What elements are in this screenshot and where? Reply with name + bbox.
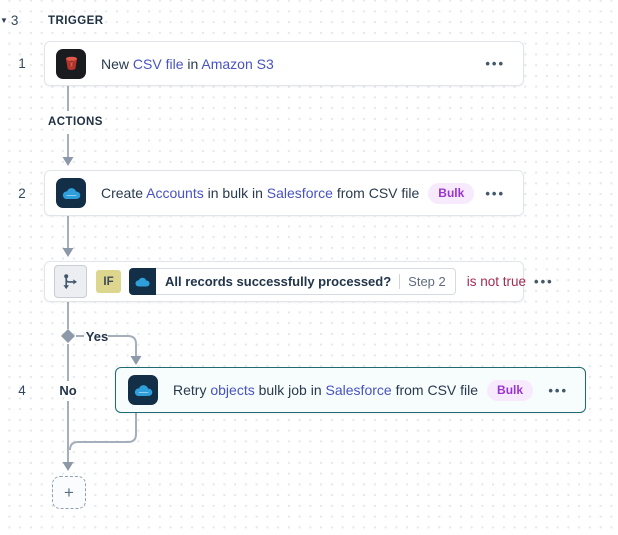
step-1-more-options-icon[interactable]: ••• bbox=[477, 55, 505, 72]
arrowhead-step4 bbox=[130, 356, 142, 365]
if-badge: IF bbox=[96, 270, 121, 293]
branch-no-label: No bbox=[59, 383, 77, 398]
step-2-app-link[interactable]: Salesforce bbox=[266, 185, 333, 201]
step-4-bulk-badge: Bulk bbox=[487, 379, 534, 401]
step-2-text: from CSV file bbox=[332, 185, 420, 201]
salesforce-icon-small bbox=[129, 268, 156, 295]
step-4-text: Retry bbox=[173, 382, 211, 398]
step-3-card[interactable]: IF All records successfully processed? S… bbox=[44, 261, 552, 302]
step-3-number-group: ▼ 3 bbox=[0, 0, 30, 41]
step-1-text: in bbox=[183, 55, 202, 72]
condition-step-reference: Step 2 bbox=[408, 274, 446, 289]
step-2-text: in bulk in bbox=[203, 185, 267, 201]
branch-diamond bbox=[61, 329, 75, 343]
collapse-arrow-icon[interactable]: ▼ bbox=[0, 15, 8, 25]
condition-question: All records successfully processed? bbox=[165, 274, 392, 289]
branch-icon bbox=[63, 274, 77, 290]
actions-section-label: ACTIONS bbox=[48, 116, 103, 128]
connector-step4-merge bbox=[69, 413, 137, 451]
trigger-section-label: TRIGGER bbox=[48, 15, 104, 27]
step-4-title: Retry objects bulk job in Salesforce fro… bbox=[173, 382, 478, 398]
salesforce-icon bbox=[128, 375, 158, 405]
step-2-bulk-badge: Bulk bbox=[428, 182, 475, 204]
condition-operator: is not true bbox=[466, 274, 527, 289]
step-1-object-link[interactable]: CSV file bbox=[132, 55, 184, 72]
step-2-more-options-icon[interactable]: ••• bbox=[477, 185, 505, 202]
step-1-app-link[interactable]: Amazon S3 bbox=[201, 55, 274, 72]
step-4-text: from CSV file bbox=[391, 382, 479, 398]
condition-pill[interactable]: All records successfully processed? Step… bbox=[129, 268, 456, 295]
arrowhead-step3 bbox=[62, 248, 74, 257]
step-1-card[interactable]: New CSV file in Amazon S3 ••• bbox=[44, 41, 524, 86]
step-2-title: Create Accounts in bulk in Salesforce fr… bbox=[101, 185, 419, 201]
step-4-object-link[interactable]: objects bbox=[210, 382, 255, 398]
step-3-more-options-icon[interactable]: ••• bbox=[526, 273, 554, 290]
step-1-number: 1 bbox=[18, 56, 26, 71]
branch-yes-label: Yes bbox=[85, 329, 109, 344]
plus-icon: + bbox=[64, 483, 74, 502]
step-4-number: 4 bbox=[18, 382, 26, 398]
salesforce-icon bbox=[56, 178, 86, 208]
step-4-more-options-icon[interactable]: ••• bbox=[540, 382, 568, 399]
step-2-card[interactable]: Create Accounts in bulk in Salesforce fr… bbox=[44, 170, 524, 216]
add-step-button[interactable]: + bbox=[52, 476, 86, 509]
condition-divider bbox=[399, 274, 401, 289]
step-4-app-link[interactable]: Salesforce bbox=[325, 382, 392, 398]
step-1-text: New bbox=[101, 55, 133, 72]
step-4-text: bulk job in bbox=[254, 382, 326, 398]
step-2-object-link[interactable]: Accounts bbox=[146, 185, 204, 201]
arrowhead-step2 bbox=[62, 157, 74, 166]
step-3-number: 3 bbox=[10, 13, 19, 28]
amazon-s3-icon bbox=[56, 48, 86, 79]
condition-body: All records successfully processed? Step… bbox=[156, 268, 456, 295]
step-4-card[interactable]: Retry objects bulk job in Salesforce fro… bbox=[115, 367, 586, 413]
connector-yes-right bbox=[108, 335, 137, 356]
step-1-title: New CSV file in Amazon S3 bbox=[101, 56, 274, 72]
step-2-number: 2 bbox=[18, 185, 26, 201]
arrowhead-add bbox=[62, 462, 74, 471]
branch-condition-button[interactable] bbox=[54, 265, 87, 298]
step-2-text: Create bbox=[101, 185, 147, 201]
